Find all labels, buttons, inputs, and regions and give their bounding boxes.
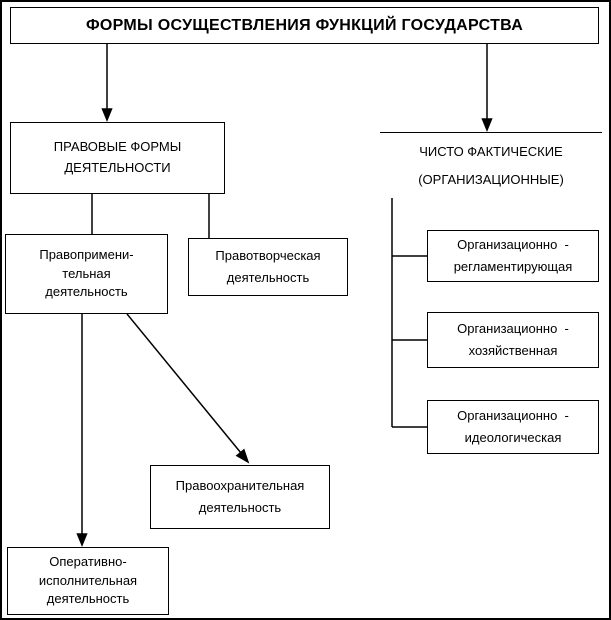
node-factual-forms: ЧИСТО ФАКТИЧЕСКИЕ (ОРГАНИЗАЦИОННЫЕ) (380, 132, 602, 198)
node-law-enforcement: Правоохранительная деятельность (150, 465, 330, 529)
arrow-title-to-legal (101, 44, 113, 122)
arrow-application-to-operative (76, 314, 88, 547)
arrow-title-to-factual (481, 44, 493, 132)
arrow-application-to-enforcement (126, 313, 250, 464)
node-org-regulating: Организационно - регламентирующая (427, 230, 599, 282)
line-factual-trunk (391, 198, 427, 428)
node-org-ideological: Организационно - идеологическая (427, 400, 599, 454)
node-law-making: Правотворческая деятельность (188, 238, 348, 296)
node-org-economic: Организационно - хозяйственная (427, 312, 599, 368)
node-law-application: Правопримени- тельная деятельность (5, 234, 168, 314)
node-operative-executive: Оперативно- исполнительная деятельность (7, 547, 169, 615)
node-legal-forms: ПРАВОВЫЕ ФОРМЫ ДЕЯТЕЛЬНОСТИ (10, 122, 225, 194)
diagram-title: ФОРМЫ ОСУЩЕСТВЛЕНИЯ ФУНКЦИЙ ГОСУДАРСТВА (10, 7, 599, 44)
